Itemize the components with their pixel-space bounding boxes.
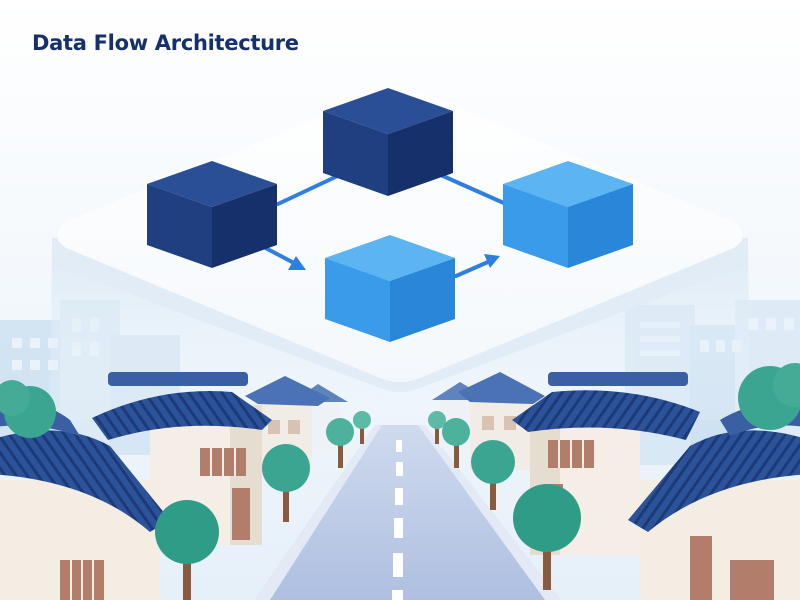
tree-icon	[262, 444, 310, 522]
road	[255, 425, 560, 600]
house-near-right	[628, 402, 800, 600]
arrow-icon	[276, 170, 348, 206]
connectors	[254, 170, 508, 278]
tree-icon	[442, 418, 470, 468]
tree-icon	[428, 411, 446, 444]
node-cube-bottom	[325, 235, 455, 342]
tree-icon	[0, 380, 56, 438]
page-title: Data Flow Architecture	[32, 31, 299, 55]
tree-icon	[155, 500, 219, 600]
road-markings	[392, 440, 403, 600]
tree-icon	[353, 411, 371, 444]
arrow-icon	[454, 254, 500, 278]
tree-icon	[326, 418, 354, 468]
node-cube-top	[323, 88, 453, 196]
tree-icon	[471, 440, 515, 510]
node-cube-right	[503, 161, 633, 268]
arrow-icon	[432, 170, 508, 206]
node-cube-left	[147, 161, 277, 268]
tree-icon	[513, 484, 581, 590]
trees	[0, 363, 800, 600]
tree-icon	[738, 363, 800, 430]
